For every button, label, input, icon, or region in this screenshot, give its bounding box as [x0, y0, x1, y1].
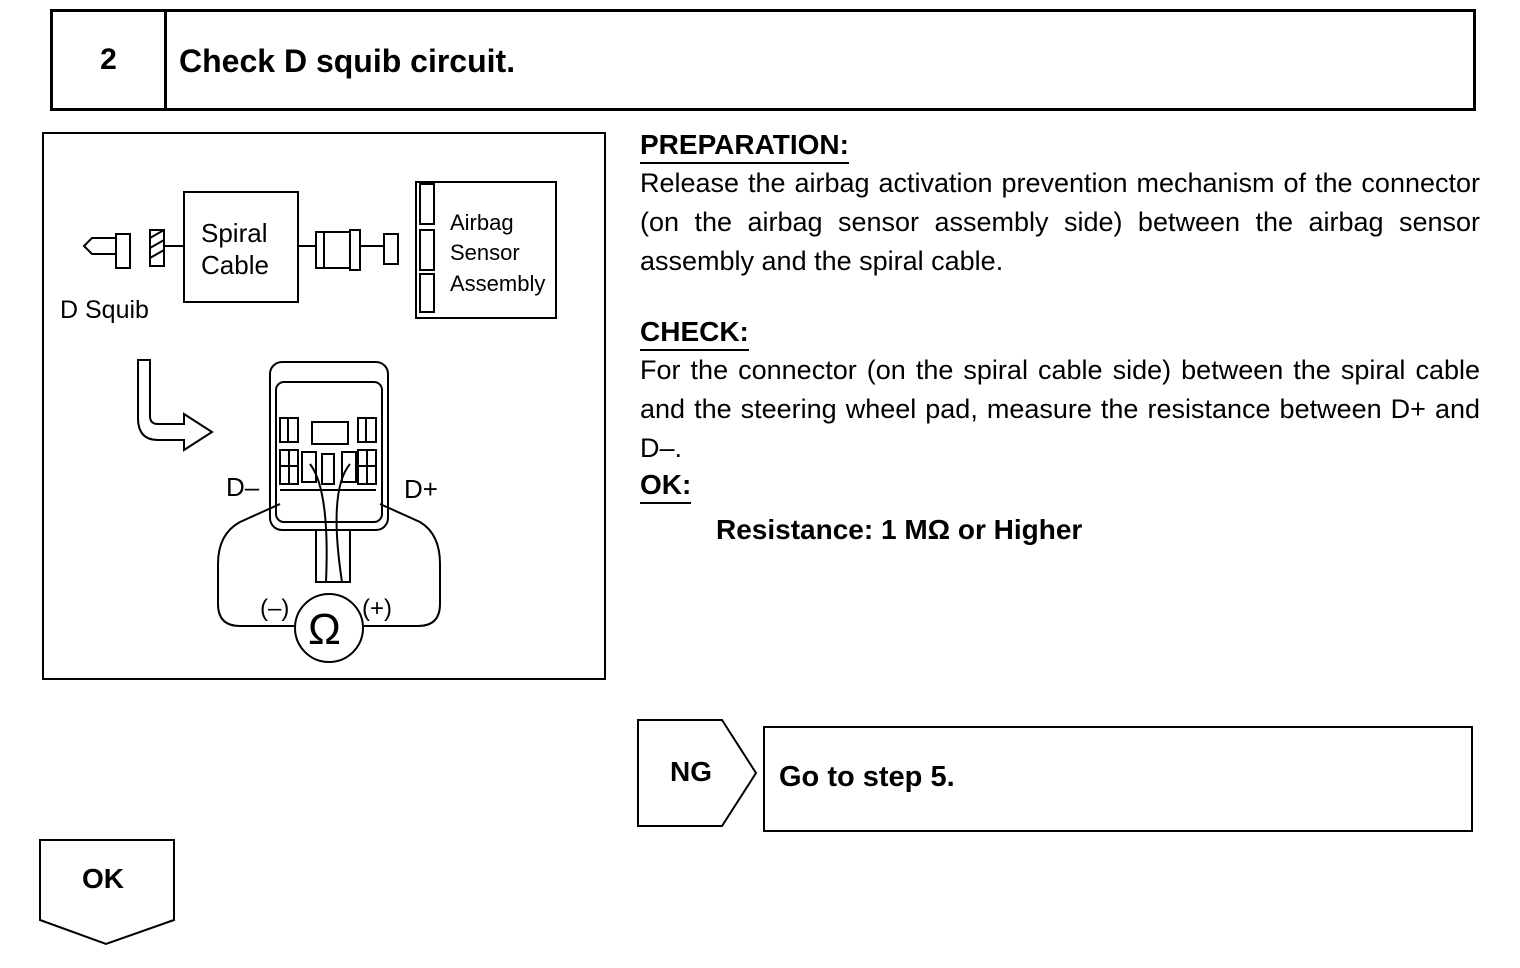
- ohm-symbol: Ω: [308, 605, 341, 654]
- preparation-text: Release the airbag activation prevention…: [640, 168, 1480, 276]
- check-heading: CHECK:: [640, 315, 749, 351]
- ok-heading: OK:: [640, 468, 692, 504]
- step-title: Check D squib circuit.: [179, 43, 516, 79]
- ok-spec-value: Resistance: 1 MΩ or Higher: [716, 514, 1083, 545]
- ok-tag: [39, 839, 175, 946]
- ng-tag: [637, 719, 758, 827]
- airbag-sensor-box: [415, 181, 557, 319]
- ng-label: NG: [670, 756, 712, 787]
- airbag-sensor-label-2: Sensor: [450, 240, 520, 265]
- connector-face: [269, 361, 389, 531]
- ohmmeter-icon: [294, 593, 364, 663]
- airbag-sensor-label-1: Airbag: [450, 210, 514, 235]
- instructions: PREPARATION: Release the airbag activati…: [640, 128, 1480, 546]
- meter-probes: [217, 463, 441, 627]
- d-squib-connector: [82, 229, 184, 269]
- step-number: 2: [53, 12, 167, 108]
- airbag-sensor-label-3: Assembly: [450, 271, 545, 296]
- ng-result-box: Go to step 5.: [763, 726, 1473, 832]
- step-header: 2 Check D squib circuit.: [50, 9, 1476, 111]
- d-minus-label: D–: [226, 472, 260, 502]
- check-text: For the connector (on the spiral cable s…: [640, 355, 1480, 463]
- preparation-heading: PREPARATION:: [640, 128, 849, 164]
- meter-plus-label: (+): [362, 595, 392, 622]
- d-squib-label: D Squib: [60, 296, 149, 324]
- sensor-connector: [298, 229, 399, 271]
- diagram-drawing: Spiral Cable Airbag Sensor Assembly D Sq…: [60, 181, 557, 663]
- circuit-diagram: Spiral Cable Airbag Sensor Assembly D Sq…: [42, 132, 606, 680]
- spiral-cable-label-1: Spiral: [201, 218, 267, 248]
- spiral-cable-label-2: Cable: [201, 250, 269, 280]
- arrow-icon: [137, 359, 214, 452]
- d-plus-label: D+: [404, 474, 438, 504]
- ng-result-text: Go to step 5.: [779, 761, 955, 793]
- ok-label: OK: [82, 863, 124, 894]
- meter-minus-label: (–): [260, 595, 289, 622]
